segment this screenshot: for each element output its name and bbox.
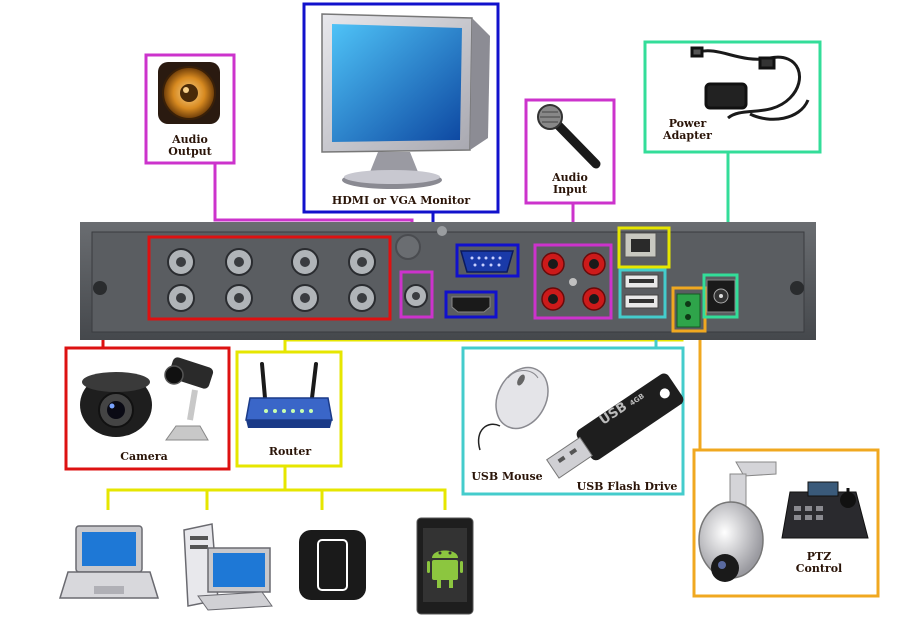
audio-output-label: Audio Output [150,134,230,158]
power-label-line1: Power [668,117,707,130]
speaker-icon [158,62,220,124]
ptz-label-line1: PTZ [806,550,832,563]
usb-flash-drive-label: USB Flash Drive [576,480,678,493]
bnc-video-inputs [167,248,376,312]
microphone-icon [537,104,601,169]
audio-input-label-line2: Input [553,183,587,196]
camera-label: Camera [120,450,168,463]
audio-input-label-line1: Audio [552,171,588,184]
port-highlights [147,226,739,333]
smartphone-icon [299,530,366,600]
audio-output-label-line2: Output [168,145,212,158]
power-adapter-label: Power Adapter [650,118,725,142]
monitor-label: HDMI or VGA Monitor [331,194,471,207]
audio-output-label-line1: Audio [172,133,208,146]
hdmi-port [451,296,491,313]
rca-audio-ports [541,252,606,311]
power-adapter-icon [690,46,810,121]
ptz-control-label: PTZ Control [785,551,853,575]
audio-input-label: Audio Input [530,172,610,196]
vga-port [460,250,514,273]
power-label-line2: Adapter [663,129,712,142]
usb-mouse-label: USB Mouse [471,470,543,483]
router-icon [245,362,333,428]
laptop-icon [58,525,160,599]
camera-icon [80,357,214,441]
android-tablet-icon [416,517,474,615]
monitor-icon [321,13,490,189]
rs485-terminal [676,293,701,328]
usb-drive-icon [546,373,684,479]
desktop-pc-icon [183,523,273,611]
router-label: Router [268,445,312,458]
mouse-icon [477,366,549,451]
ptz-label-line2: Control [795,562,843,575]
ptz-camera-icon [698,461,869,582]
